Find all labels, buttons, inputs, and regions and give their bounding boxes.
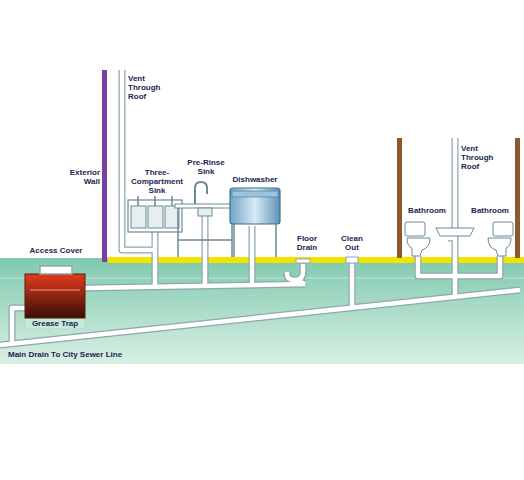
table-top [175, 204, 235, 208]
pipe [203, 214, 208, 286]
toilet [488, 222, 513, 256]
pipe [12, 308, 25, 343]
wall-label: Exterior Wall [60, 168, 100, 186]
pipe [85, 284, 305, 288]
pipe [349, 262, 356, 308]
room-label: Bathroom [468, 206, 512, 215]
sink-bowl [165, 206, 179, 228]
grease-trap [25, 274, 85, 318]
pipe [418, 256, 500, 276]
table-legs [178, 208, 232, 257]
vent-pipe [452, 138, 459, 297]
bathroom-wall [515, 138, 520, 258]
pipe-outline [0, 70, 520, 345]
dishwasher-legs [234, 224, 276, 257]
pipe [287, 264, 305, 284]
part-label: Grease Trap [26, 319, 84, 328]
vent-pipe [453, 138, 458, 297]
fixture-label: Pre-Rinse Sink [186, 158, 226, 176]
fixture-label: Clean Out [334, 234, 370, 252]
toilet-tank [405, 222, 425, 236]
trap-baffle [30, 290, 80, 291]
sink-bowl [198, 208, 212, 216]
vent-label: Vent Through Roof [128, 74, 172, 101]
pipe [12, 308, 25, 343]
toilet-bowl [488, 238, 511, 256]
bathroom-wall [397, 138, 402, 258]
fixture-label: Three-Compartment Sink [128, 168, 186, 195]
vent-label: Vent Through Roof [461, 144, 507, 171]
toilet-bowl [407, 238, 430, 256]
pipe [350, 262, 355, 308]
drain-label: Main Drain To City Sewer Line [8, 350, 188, 359]
toilet-tank [493, 222, 513, 236]
toilet [405, 222, 430, 256]
access-cover [40, 266, 72, 274]
fixture-label: Dishwasher [226, 175, 284, 184]
faucet [138, 196, 172, 206]
sink-bowl [148, 206, 163, 228]
room-label: Bathroom [405, 206, 449, 215]
sink-bowl [131, 206, 146, 228]
pre-rinse-faucet [195, 182, 207, 205]
pipe [287, 264, 305, 284]
dishwasher-body [230, 188, 280, 224]
pipe [418, 256, 500, 276]
lavatory [436, 228, 474, 236]
pipe [152, 232, 159, 287]
three-compartment-sink [128, 196, 182, 232]
part-label: Access Cover [28, 246, 84, 255]
pipe [249, 226, 256, 285]
pipe-body [0, 70, 520, 345]
dishwasher [230, 188, 280, 257]
floor-slab [108, 257, 524, 263]
exterior-wall [102, 70, 107, 262]
pipe [250, 226, 255, 285]
pipe [153, 232, 158, 287]
floor-drain-grate [296, 259, 310, 263]
clean-out-cap [346, 257, 358, 263]
fixture-label: Floor Drain [290, 234, 324, 252]
dishwasher-panel [232, 191, 278, 197]
pipe [85, 284, 305, 288]
pipe [202, 214, 209, 286]
pre-rinse-sink [175, 182, 235, 257]
